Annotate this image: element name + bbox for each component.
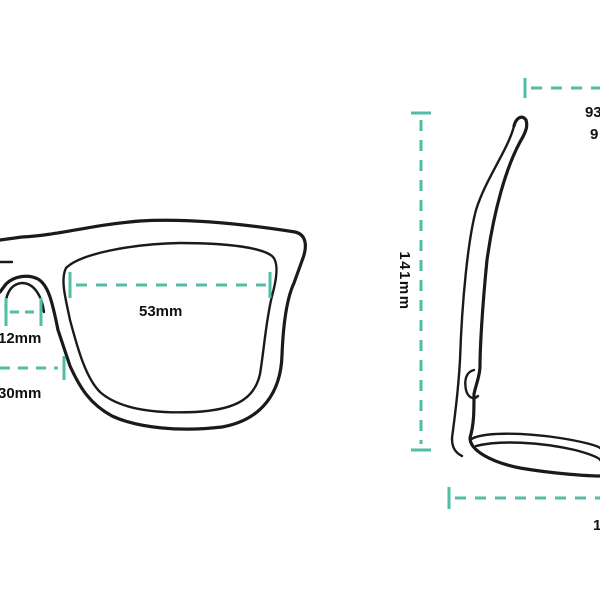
side-frame-outline xyxy=(468,115,600,478)
front-frame-outline xyxy=(0,218,307,431)
nose-bridge xyxy=(4,281,46,314)
side-lens-profile-inner xyxy=(474,441,600,462)
side-temple-inner xyxy=(450,124,516,458)
bridge-width-label: 12mm xyxy=(0,330,41,347)
side-view: 141mm 93 9 1 xyxy=(396,78,600,534)
top-right-label-2: 9 xyxy=(590,126,598,143)
temple-length-dimension xyxy=(411,111,431,452)
bottom-right-label: 1 xyxy=(593,517,600,534)
lens-width-dimension xyxy=(68,272,272,298)
bottom-right-dimension xyxy=(447,487,600,509)
lens-height-dimension xyxy=(0,356,66,380)
side-hinge xyxy=(464,368,480,400)
top-right-label-1: 93 xyxy=(585,104,600,121)
side-lens-profile xyxy=(468,432,600,450)
right-lens-rim xyxy=(62,241,278,414)
top-right-dimension xyxy=(523,78,600,98)
lens-height-label: 30mm xyxy=(0,385,41,402)
front-view: 53mm 12mm 30mm xyxy=(0,218,307,431)
bridge-width-dimension xyxy=(4,298,43,326)
temple-length-label: 141mm xyxy=(396,251,413,310)
lens-width-label: 53mm xyxy=(139,303,182,320)
